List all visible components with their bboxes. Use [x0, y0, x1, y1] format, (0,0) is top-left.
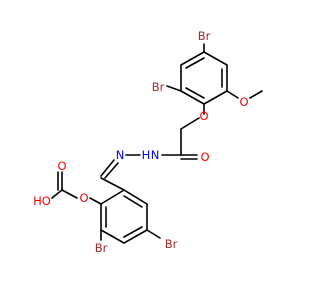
bromine-atom-label: Br [165, 237, 178, 251]
bond [146, 229, 161, 239]
bond [100, 159, 115, 177]
bond [123, 195, 143, 208]
bromine-atom-label: Br [95, 241, 108, 255]
bond [203, 51, 228, 66]
bottom-aromatic-ring [100, 189, 148, 244]
nitrogen-atom-label: N [116, 148, 125, 162]
bond [180, 51, 205, 66]
bond [123, 226, 143, 238]
bromine-atom-label: Br [152, 80, 165, 94]
bond [100, 229, 125, 244]
top-aromatic-ring [180, 51, 228, 105]
bromine-atom-label: Br [198, 29, 211, 43]
bond [89, 197, 102, 205]
bond [104, 162, 119, 179]
oxygen-atom-label: O [200, 150, 209, 164]
bond [249, 90, 263, 99]
molecule-canvas: Br Br O O O N H N O O HO Br Br [33, 29, 263, 255]
bond [180, 117, 200, 130]
bond [51, 189, 63, 199]
bond [185, 87, 205, 99]
hydrogen-atom-label: H [142, 148, 151, 162]
bond [61, 189, 78, 199]
bond [185, 57, 205, 69]
oxygen-atom-label: O [57, 159, 66, 173]
bond [180, 90, 205, 105]
oxygen-atom-label: O [239, 95, 248, 109]
bond [100, 189, 125, 205]
bond [100, 177, 125, 191]
hydroxyl-label: HO [33, 194, 51, 208]
bond [123, 229, 148, 244]
bond [203, 90, 228, 105]
oxygen-atom-label: O [79, 191, 88, 205]
nitrogen-atom-label: N [151, 148, 160, 162]
bond [123, 189, 148, 205]
oxygen-atom-label: O [199, 109, 208, 123]
molecule-structure: Br Br O O O N H N O O HO Br Br [33, 29, 263, 255]
bond [226, 90, 239, 99]
bond [166, 85, 182, 92]
